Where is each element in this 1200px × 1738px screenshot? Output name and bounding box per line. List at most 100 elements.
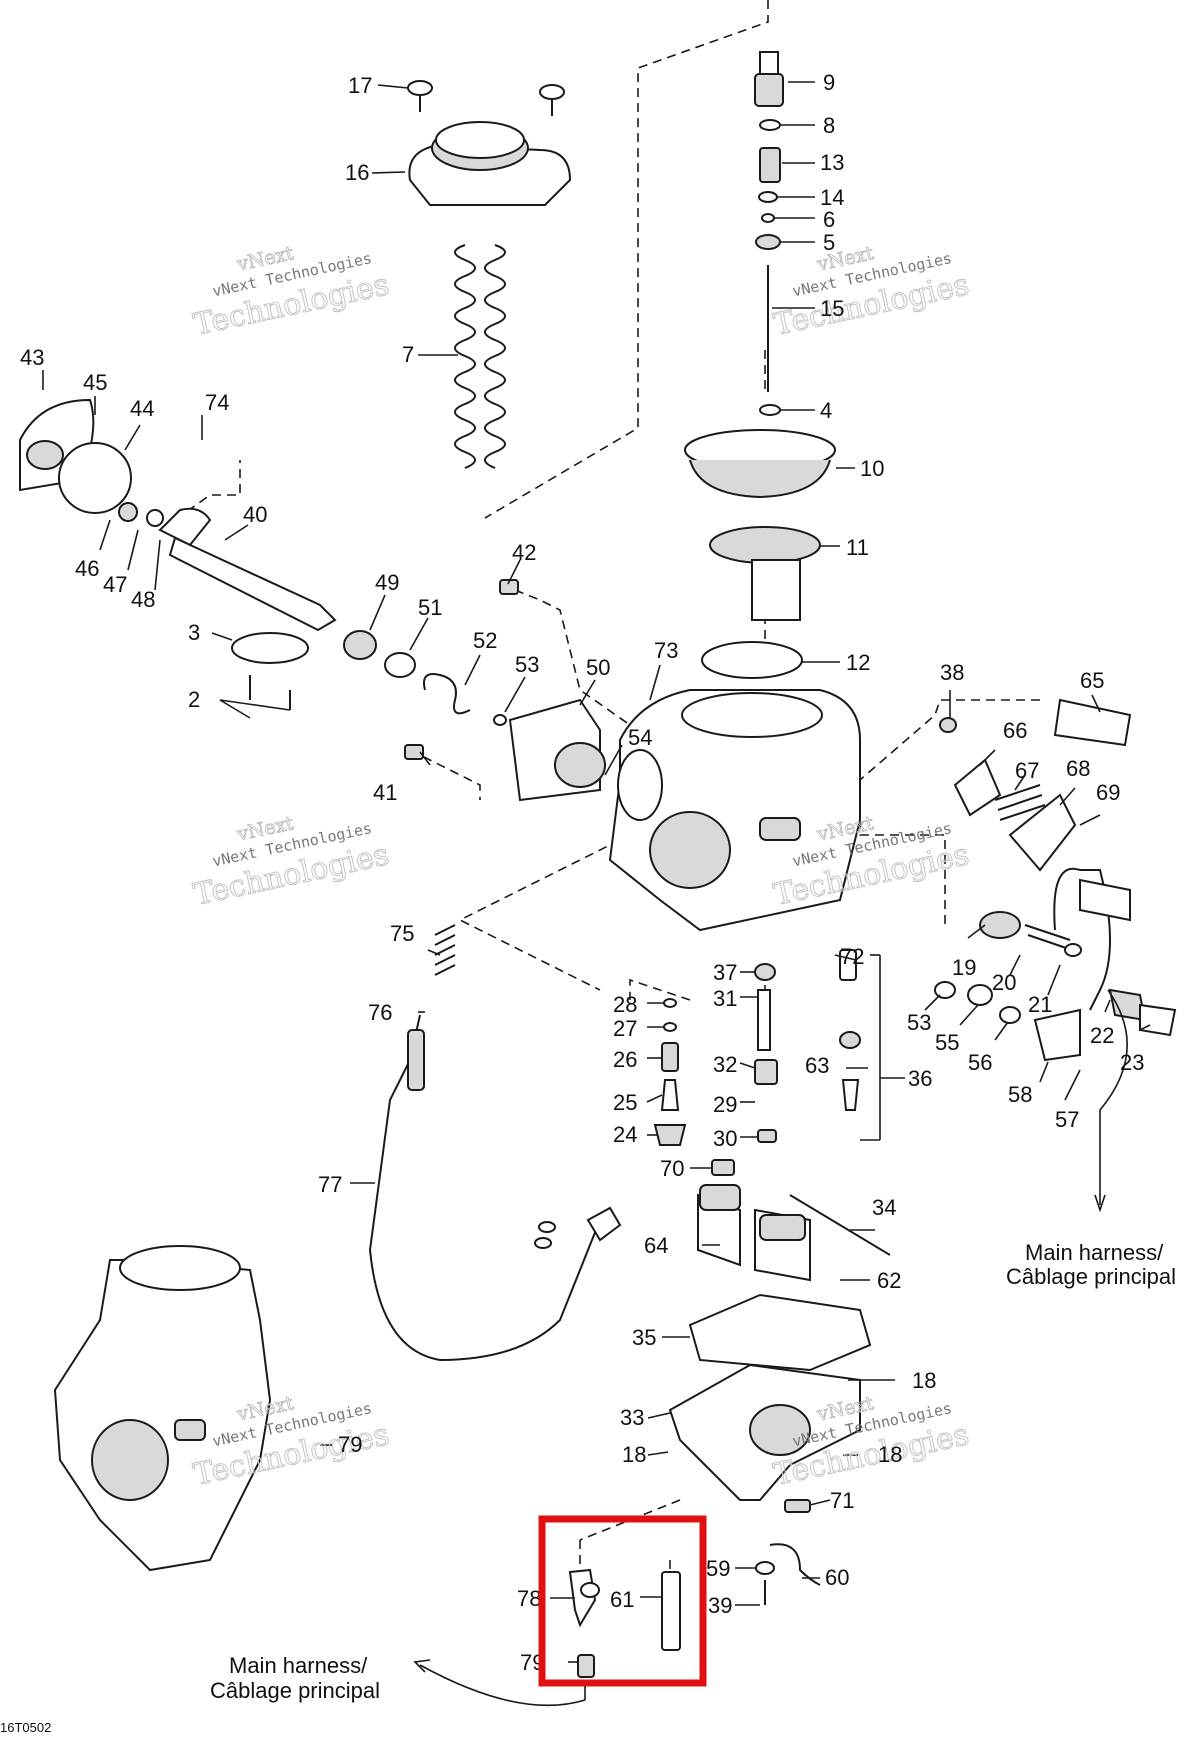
part-float-bowl-33 xyxy=(668,1363,861,1501)
callout-74: 74 xyxy=(205,390,229,415)
part-float-64 xyxy=(697,1184,811,1282)
callout-32: 32 xyxy=(713,1052,737,1077)
callout-78: 78 xyxy=(517,1586,541,1611)
callout-37: 37 xyxy=(713,960,737,985)
part-cable-77 xyxy=(368,1014,622,1362)
watermark-top-right: vNext vNext Technologies Technologies xyxy=(770,242,972,344)
callout-11: 11 xyxy=(846,535,869,560)
callout-9: 9 xyxy=(823,70,835,95)
part-small-carb-view xyxy=(53,1245,272,1572)
part-spring-75 xyxy=(434,924,456,976)
callout-57: 57 xyxy=(1055,1107,1079,1132)
callout-55: 55 xyxy=(935,1030,959,1055)
callout-79b: 79 xyxy=(338,1432,362,1457)
callout-69: 69 xyxy=(1096,780,1120,805)
callout-26: 26 xyxy=(613,1047,637,1072)
part-choke-plate-group xyxy=(19,398,212,547)
callout-59: 59 xyxy=(706,1556,730,1581)
callout-35: 35 xyxy=(632,1325,656,1350)
callout-70: 70 xyxy=(660,1156,684,1181)
part-slide-11 xyxy=(709,526,821,621)
callout-52: 52 xyxy=(473,628,497,653)
callout-33: 33 xyxy=(620,1405,644,1430)
callout-36: 36 xyxy=(908,1066,932,1091)
callout-54: 54 xyxy=(628,725,652,750)
callout-56: 56 xyxy=(968,1050,992,1075)
callout-73: 73 xyxy=(654,638,678,663)
watermark-top-left: vNext vNext Technologies Technologies xyxy=(190,242,392,344)
callout-42: 42 xyxy=(512,540,536,565)
part-diaphragm-10 xyxy=(684,429,836,499)
callout-53b: 53 xyxy=(907,1010,931,1035)
callout-5: 5 xyxy=(823,230,835,255)
callout-48: 48 xyxy=(131,587,155,612)
callout-4: 4 xyxy=(820,398,832,423)
callout-76: 76 xyxy=(368,1000,392,1025)
svg-text:Câblage principal: Câblage principal xyxy=(210,1678,380,1703)
callout-19: 19 xyxy=(952,955,976,980)
callout-7: 7 xyxy=(402,342,414,367)
part-drain-tube-group xyxy=(568,1568,681,1678)
part-screws-17 xyxy=(407,80,565,116)
callout-50: 50 xyxy=(586,655,610,680)
part-cover-16 xyxy=(408,121,572,206)
callout-12: 12 xyxy=(846,650,870,675)
callout-61: 61 xyxy=(610,1587,634,1612)
callout-6: 6 xyxy=(823,207,835,232)
part-spring-7 xyxy=(454,244,506,469)
callout-18c: 18 xyxy=(878,1442,902,1467)
callout-15: 15 xyxy=(820,296,844,321)
callout-27: 27 xyxy=(613,1016,637,1041)
part-housing-50 xyxy=(508,698,606,802)
part-needle-assembly xyxy=(754,51,784,416)
part-pin-34 xyxy=(789,1194,891,1256)
part-screws-41-42 xyxy=(404,579,519,760)
part-carburetor-body xyxy=(608,689,861,932)
part-main-jets xyxy=(839,949,861,1111)
note-right-main-harness: Main harness/ Câblage principal xyxy=(1006,1240,1176,1289)
callout-labels: 2 3 4 5 6 7 8 9 10 11 12 13 14 15 16 17 … xyxy=(20,70,1144,1675)
part-throttle-shaft-40 xyxy=(168,536,337,710)
part-idle-jets xyxy=(711,963,778,1176)
svg-text:Câblage principal: Câblage principal xyxy=(1006,1264,1176,1289)
callout-8: 8 xyxy=(823,113,835,138)
callout-28: 28 xyxy=(613,992,637,1017)
note-bottom-main-harness: Main harness/ Câblage principal xyxy=(210,1653,380,1703)
watermark-mid-left: vNext vNext Technologies Technologies xyxy=(190,812,392,914)
callout-38: 38 xyxy=(940,660,964,685)
callout-75: 75 xyxy=(390,921,414,946)
leader-lines xyxy=(42,81,1151,1707)
part-gasket-35 xyxy=(688,1293,872,1372)
part-drain-parts xyxy=(755,1499,821,1605)
svg-text:Main harness/: Main harness/ xyxy=(229,1653,368,1678)
callout-65: 65 xyxy=(1080,668,1104,693)
callout-51: 51 xyxy=(418,595,442,620)
callout-43: 43 xyxy=(20,345,44,370)
callout-46: 46 xyxy=(75,556,99,581)
callout-40: 40 xyxy=(243,502,267,527)
callout-71: 71 xyxy=(830,1488,854,1513)
callout-14: 14 xyxy=(820,185,844,210)
callout-29: 29 xyxy=(713,1092,737,1117)
callout-66: 66 xyxy=(1003,718,1027,743)
callout-63: 63 xyxy=(805,1053,829,1078)
callout-39: 39 xyxy=(708,1593,732,1618)
callout-3: 3 xyxy=(188,620,200,645)
callout-49: 49 xyxy=(375,570,399,595)
callout-16: 16 xyxy=(345,160,369,185)
callout-21: 21 xyxy=(1028,992,1052,1017)
callout-25: 25 xyxy=(613,1090,637,1115)
callout-53a: 53 xyxy=(515,652,539,677)
callout-30: 30 xyxy=(713,1126,737,1151)
part-needle-seat-stack xyxy=(653,998,687,1146)
callout-41: 41 xyxy=(373,780,397,805)
callout-2: 2 xyxy=(188,687,200,712)
callout-31: 31 xyxy=(713,986,737,1011)
callout-18b: 18 xyxy=(622,1442,646,1467)
watermark-bottom-left: vNext vNext Technologies Technologies xyxy=(190,1392,392,1494)
highlight-box xyxy=(538,1515,707,1687)
callout-10: 10 xyxy=(860,456,884,481)
callout-17: 17 xyxy=(348,73,372,98)
callout-62: 62 xyxy=(877,1268,901,1293)
